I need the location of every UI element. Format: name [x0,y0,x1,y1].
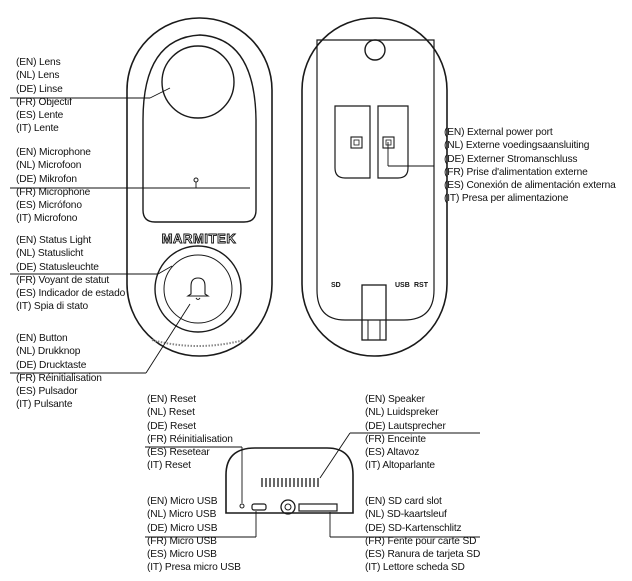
speaker-label-nl: (NL) Luidspreker [365,407,439,419]
back-plate [316,39,435,321]
lens-labels: (EN) Lens (NL) Lens (DE) Linse (FR) Obje… [16,56,72,136]
sd-slot-label-en: (EN) SD card slot [365,496,442,507]
power-port-label-es: (ES) Conexión de alimentación externa [444,180,616,192]
status-light-labels: (EN) Status Light (NL) Statuslicht (DE) … [16,234,125,314]
sd-marking: SD [331,282,341,289]
usb-marking: USB [395,282,410,289]
micro-usb-label-fr: (FR) Micro USB [147,535,217,547]
lens-label-fr: (FR) Objectif [16,96,72,108]
front-glass-panel [142,34,257,223]
power-port-label-en: (EN) External power port [444,127,553,138]
screw-hole-icon [364,39,386,61]
speaker-label-en: (EN) Speaker [365,394,425,405]
power-port-left [334,105,371,179]
micro-usb-label-de: (DE) Micro USB [147,522,218,534]
sd-slot-label-it: (IT) Lettore scheda SD [365,562,465,574]
microphone-label-es: (ES) Micrófono [16,200,82,212]
reset-label-nl: (NL) Reset [147,407,195,419]
power-port-label-de: (DE) Externer Stromanschluss [444,153,578,165]
reset-hole [239,503,245,509]
microphone-label-de: (DE) Mikrofon [16,173,77,185]
microphone-label-fr: (FR) Microphone [16,186,91,198]
status-light-label-nl: (NL) Statuslicht [16,248,84,260]
button-icon [163,254,233,324]
bottom-view [225,447,354,515]
speaker-label-de: (DE) Lautsprecher [365,420,446,432]
speaker-grille [261,478,319,487]
sd-slot-label-es: (ES) Ranura de tarjeta SD [365,549,481,561]
micro-usb-port [251,503,267,511]
microphone-label-it: (IT) Microfono [16,213,78,225]
lens-label-es: (ES) Lente [16,110,64,122]
button-label-fr: (FR) Réinitialisation [16,372,102,384]
button-labels: (EN) Button (NL) Drukknop (DE) Drucktast… [16,332,102,412]
power-port-labels: (EN) External power port (NL) Externe vo… [444,126,616,206]
lens-label-nl: (NL) Lens [16,70,60,82]
back-cable-stub [361,284,387,341]
sd-card-slot [298,503,338,512]
reset-label-es: (ES) Resetear [147,447,210,459]
bell-icon [186,277,210,301]
reset-label-de: (DE) Reset [147,420,196,432]
button-label-nl: (NL) Drukknop [16,346,81,358]
status-light-label-en: (EN) Status Light [16,235,92,246]
status-light-label-es: (ES) Indicador de estado [16,288,126,300]
lens-label-it: (IT) Lente [16,123,59,135]
front-housing [126,17,273,357]
leader-lines [10,87,480,538]
microphone-hole [193,177,199,183]
status-light-label-fr: (FR) Voyant de statut [16,274,110,286]
speaker-label-it: (IT) Altoparlante [365,460,435,472]
status-light-label-de: (DE) Statusleuchte [16,261,99,273]
speaker-labels: (EN) Speaker (NL) Luidspreker (DE) Lauts… [365,393,446,473]
power-port-right [377,105,409,179]
microphone-label-en: (EN) Microphone [16,147,91,158]
rst-marking: RST [414,282,429,289]
micro-usb-label-es: (ES) Micro USB [147,549,217,561]
reset-labels: (EN) Reset (NL) Reset (DE) Reset (FR) Ré… [147,393,233,473]
lens-label-en: (EN) Lens [16,57,61,68]
sd-slot-label-nl: (NL) SD-kaartsleuf [365,509,447,521]
sd-slot-label-fr: (FR) Fente pour carte SD [365,535,477,547]
reset-label-it: (IT) Reset [147,460,191,472]
brand-logo: MARMITEK [162,231,237,246]
microphone-labels: (EN) Microphone (NL) Microfoon (DE) Mikr… [16,146,91,226]
microphone-label-nl: (NL) Microfoon [16,160,82,172]
button-label-es: (ES) Pulsador [16,386,78,398]
power-port-label-fr: (FR) Prise d'alimentation externe [444,166,588,178]
micro-usb-label-en: (EN) Micro USB [147,496,218,507]
speaker-label-fr: (FR) Enceinte [365,433,426,445]
reset-label-en: (EN) Reset [147,394,196,405]
status-light-label-it: (IT) Spia di stato [16,301,89,313]
speaker-label-es: (ES) Altavoz [365,447,420,459]
reset-label-fr: (FR) Réinitialisation [147,433,233,445]
back-housing [301,17,448,357]
bottom-screw [280,499,296,515]
micro-usb-label-it: (IT) Presa micro USB [147,562,241,574]
button-label-en: (EN) Button [16,333,68,344]
power-port-label-it: (IT) Presa per alimentazione [444,193,569,205]
lens-icon [161,45,235,119]
front-speaker-grille [151,339,245,347]
sd-slot-labels: (EN) SD card slot (NL) SD-kaartsleuf (DE… [365,495,480,575]
power-port-label-nl: (NL) Externe voedingsaansluiting [444,140,590,152]
button-label-it: (IT) Pulsante [16,399,73,411]
front-view [126,17,273,357]
micro-usb-label-nl: (NL) Micro USB [147,509,217,521]
micro-usb-labels: (EN) Micro USB (NL) Micro USB (DE) Micro… [147,495,241,575]
sd-slot-label-de: (DE) SD-Kartenschlitz [365,522,462,534]
bottom-housing [225,447,354,514]
button-label-de: (DE) Drucktaste [16,359,87,371]
lens-label-de: (DE) Linse [16,83,63,95]
back-view [301,17,448,357]
status-light-ring [154,245,242,333]
